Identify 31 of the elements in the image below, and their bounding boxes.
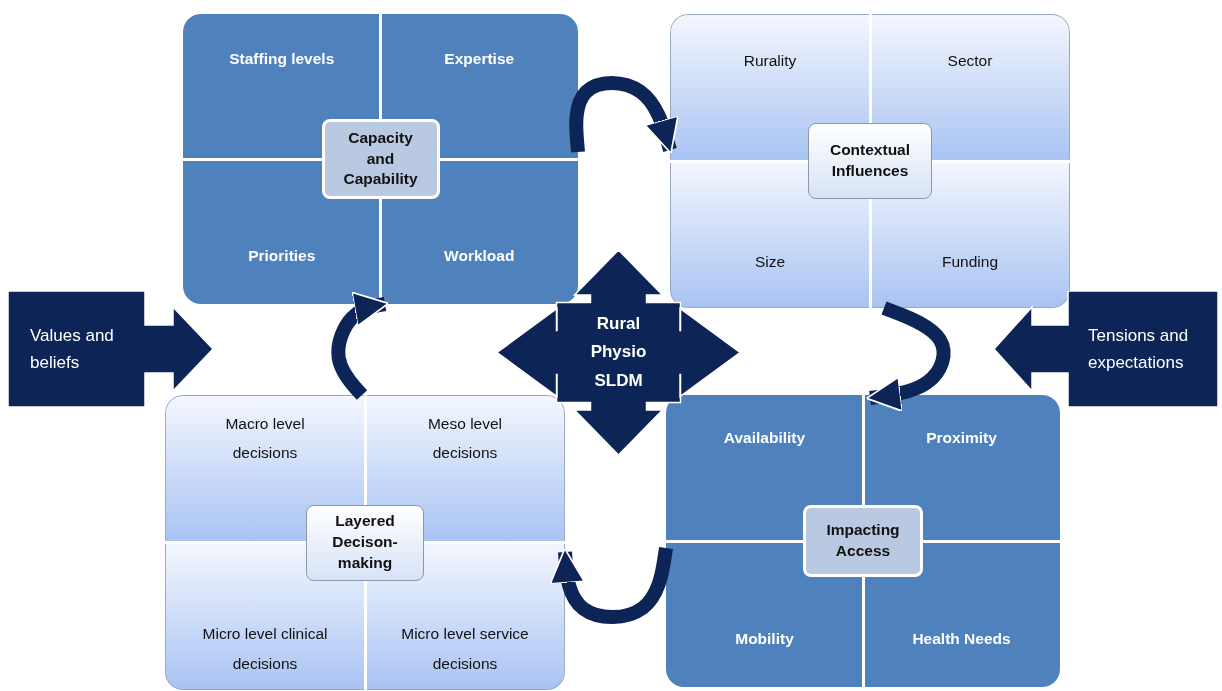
category-label: Impacting Access (803, 505, 923, 577)
quadrant-label: Meso level decisions (401, 409, 529, 468)
quadrant-label: Funding (942, 246, 998, 276)
curved-arrow (569, 76, 679, 155)
curved-arrow (865, 301, 951, 412)
quadrant-label: Health Needs (912, 623, 1011, 653)
quadrant-panel (670, 14, 1070, 308)
category-label: Layered Decison-making (306, 504, 424, 581)
quadrant-label: Priorities (248, 240, 316, 270)
arrow-label: Rural Physio SLDM (589, 313, 648, 392)
quadrant-label: Expertise (444, 44, 515, 74)
quadrant-label: Workload (444, 240, 515, 270)
arrow-label: Values and beliefs (30, 324, 115, 374)
quadrant-label: Size (754, 246, 786, 276)
quadrant-label: Proximity (926, 423, 997, 453)
category-label: Contextual Influences (808, 123, 932, 199)
quadrant-label: Availability (723, 423, 806, 453)
quadrant-label: Macro level decisions (201, 409, 329, 468)
quadrant-label: Staffing levels (229, 44, 335, 74)
quadrant-panel (183, 14, 578, 304)
quadrant-label: Mobility (735, 623, 794, 653)
quadrant-label: Micro level clinical decisions (201, 619, 329, 678)
quadrant-label: Rurality (743, 46, 797, 76)
quadrant-panel (165, 395, 565, 690)
category-label: Capacity and Capability (321, 119, 440, 199)
curved-arrow (549, 546, 673, 625)
arrow-label: Tensions and expectations (1088, 324, 1190, 374)
quadrant-label: Micro level service decisions (401, 619, 529, 678)
quadrant-panel (666, 395, 1060, 687)
quadrant-label: Sector (947, 46, 993, 76)
curved-arrow (331, 291, 390, 400)
